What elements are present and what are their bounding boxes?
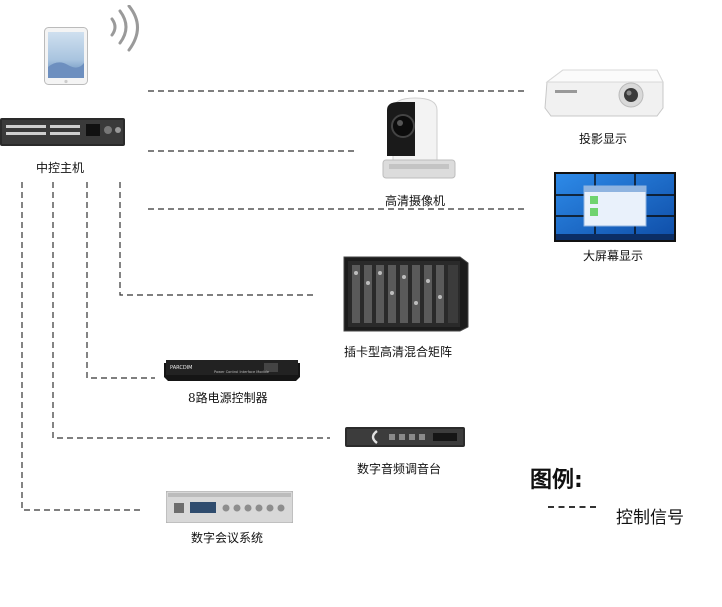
legend-control-signal-label: 控制信号: [616, 508, 684, 528]
wire-audio-mixer: [52, 182, 330, 439]
hd-camera-image: [381, 96, 457, 184]
matrix-label: 插卡型高清混合矩阵: [344, 345, 453, 359]
matrix-image: [340, 253, 470, 333]
large-screen-label: 大屏幕显示: [583, 249, 644, 263]
audio-mixer-label: 数字音频调音台: [357, 462, 442, 476]
hd-camera-label: 高清摄像机: [385, 194, 446, 208]
projector-image: [543, 64, 665, 118]
wire-matrix: [119, 182, 315, 296]
power-controller-image: PARCDIM Power Control Interface Module: [164, 357, 300, 381]
tablet-icon: [44, 27, 88, 85]
audio-mixer-image: [345, 425, 465, 449]
conference-system-image: [165, 490, 294, 524]
central-controller-label: 中控主机: [36, 161, 85, 175]
projector-label: 投影显示: [579, 132, 628, 146]
legend-dashed-line: [548, 506, 596, 508]
large-screen-image: [554, 172, 676, 242]
power-controller-model: Power Control Interface Module: [214, 370, 269, 374]
wifi-icon: [104, 4, 150, 55]
wire-conference-system: [21, 182, 143, 511]
legend-title: 图例:: [530, 468, 583, 493]
conference-system-label: 数字会议系统: [191, 531, 264, 545]
wire-power-controller: [86, 182, 155, 379]
power-controller-brand: PARCDIM: [170, 365, 192, 371]
central-controller-image: [0, 117, 125, 147]
power-controller-label: 8路电源控制器: [188, 391, 268, 405]
